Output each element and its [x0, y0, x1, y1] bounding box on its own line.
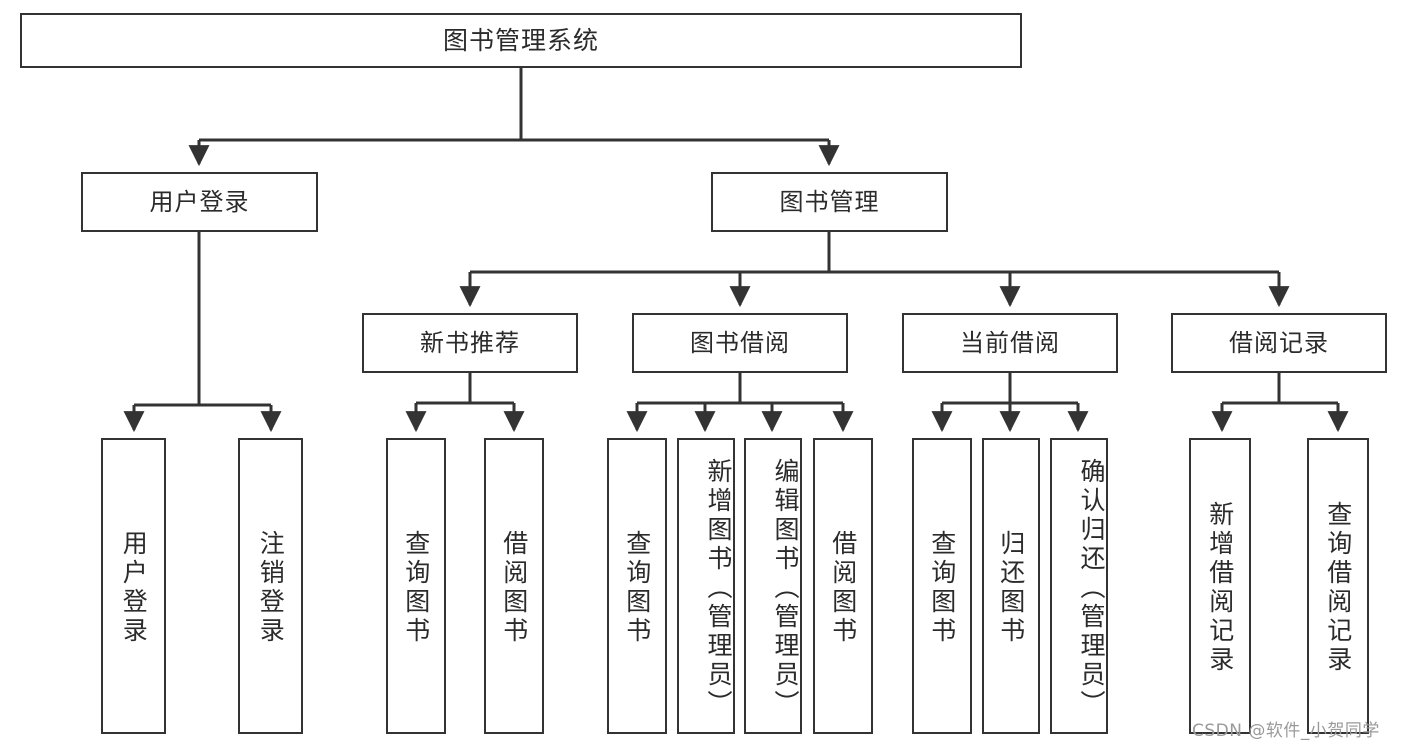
node-borrow-record[interactable]: 借阅记录 [1171, 313, 1387, 373]
leaf-query-borrow-record[interactable]: 查询借阅记录 [1307, 438, 1369, 734]
node-book-management[interactable]: 图书管理 [711, 172, 948, 232]
node-root-label: 图书管理系统 [442, 25, 599, 55]
leaf-add-borrow-record[interactable]: 新增借阅记录 [1189, 438, 1251, 734]
leaf-query-book-borrow[interactable]: 查询图书 [607, 438, 667, 734]
leaf-logout[interactable]: 注销登录 [238, 438, 303, 734]
node-current-borrow-label: 当前借阅 [960, 328, 1060, 357]
leaf-query-book-current-label: 查询图书 [927, 530, 957, 646]
leaf-borrow-book-label: 借阅图书 [828, 530, 858, 646]
leaf-return-book[interactable]: 归还图书 [982, 438, 1040, 734]
leaf-query-book-current[interactable]: 查询图书 [912, 438, 972, 734]
node-user-login-label: 用户登录 [149, 187, 250, 216]
leaf-add-book-admin[interactable]: 新增图书（管理员） [677, 438, 735, 734]
leaf-query-book-borrow-label: 查询图书 [622, 530, 652, 646]
node-new-book-recommend-label: 新书推荐 [420, 328, 520, 357]
node-new-book-recommend[interactable]: 新书推荐 [362, 313, 578, 373]
leaf-borrow-book[interactable]: 借阅图书 [813, 438, 873, 734]
node-book-borrow[interactable]: 图书借阅 [632, 313, 848, 373]
leaf-edit-book-admin[interactable]: 编辑图书（管理员） [744, 438, 802, 734]
node-book-management-label: 图书管理 [779, 187, 880, 216]
node-root[interactable]: 图书管理系统 [20, 13, 1022, 68]
node-current-borrow[interactable]: 当前借阅 [902, 313, 1118, 373]
leaf-borrow-book-newbook[interactable]: 借阅图书 [484, 438, 544, 734]
leaf-edit-book-admin-label: 编辑图书（管理员） [771, 457, 800, 719]
node-book-borrow-label: 图书借阅 [690, 328, 790, 357]
leaf-query-book-newbook[interactable]: 查询图书 [386, 438, 446, 734]
node-borrow-record-label: 借阅记录 [1229, 328, 1329, 357]
node-user-login[interactable]: 用户登录 [81, 172, 318, 232]
leaf-user-login-label: 用户登录 [119, 530, 149, 646]
leaf-user-login[interactable]: 用户登录 [101, 438, 166, 734]
leaf-confirm-return-admin-label: 确认归还（管理员） [1077, 457, 1106, 719]
leaf-logout-label: 注销登录 [256, 530, 286, 646]
leaf-confirm-return-admin[interactable]: 确认归还（管理员） [1050, 438, 1108, 734]
leaf-query-borrow-record-label: 查询借阅记录 [1323, 501, 1353, 675]
csdn-watermark: CSDN @软件_小贺同学 [1192, 721, 1380, 741]
leaf-add-borrow-record-label: 新增借阅记录 [1205, 501, 1235, 675]
leaf-add-book-admin-label: 新增图书（管理员） [704, 457, 733, 719]
leaf-return-book-label: 归还图书 [996, 530, 1026, 646]
leaf-borrow-book-newbook-label: 借阅图书 [499, 530, 529, 646]
leaf-query-book-newbook-label: 查询图书 [401, 530, 431, 646]
